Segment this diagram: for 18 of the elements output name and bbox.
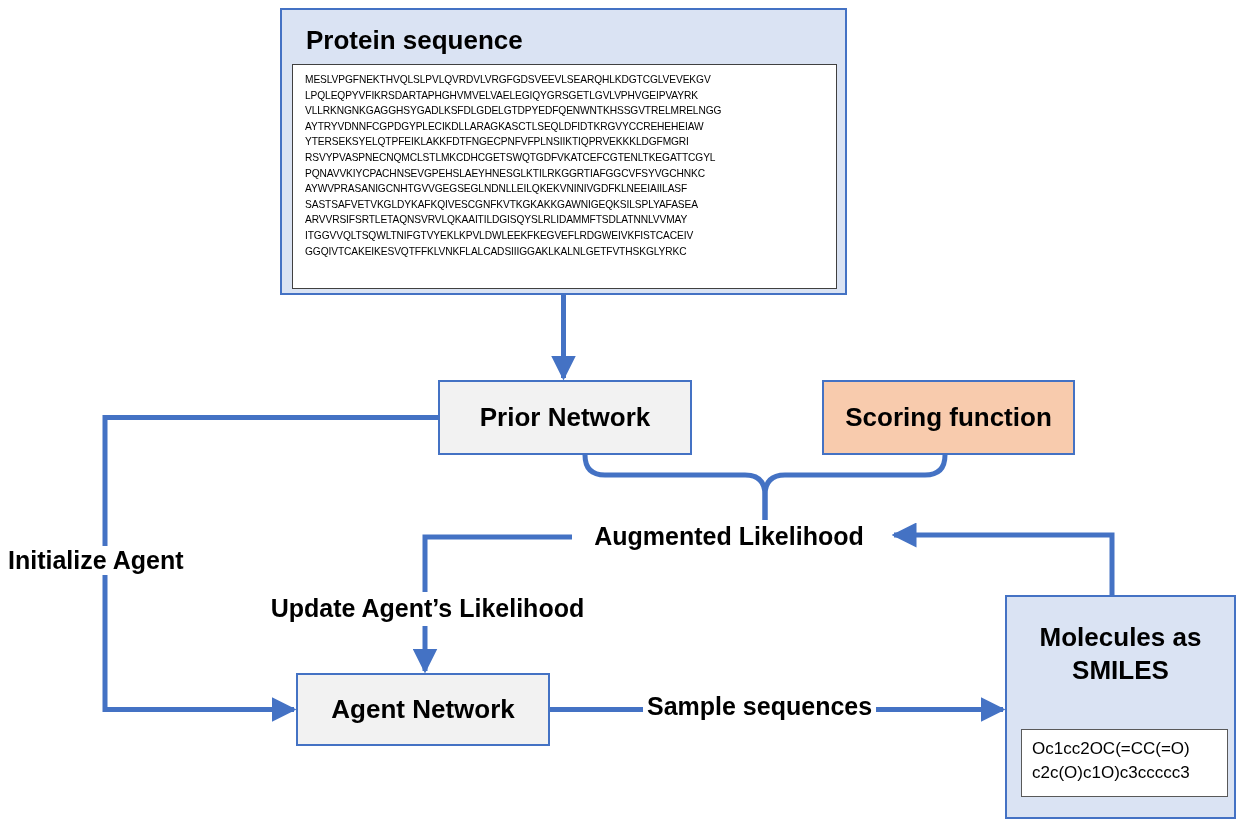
connector-line <box>422 534 572 592</box>
scoring-box: Scoring function <box>822 380 1075 455</box>
heading: Molecules as SMILES <box>1038 621 1203 686</box>
arrow <box>412 626 438 674</box>
arrow <box>102 415 438 722</box>
arrow <box>551 295 576 381</box>
smiles-text: Oc1cc2OC(=CC(=O) c2c(O)c1O)c3ccccc3 <box>1032 738 1191 784</box>
protein-panel <box>280 8 847 295</box>
sequence-box <box>292 64 837 289</box>
step-text: Augmented Likelihood <box>570 518 888 556</box>
smiles-box <box>1021 729 1228 797</box>
molecules-panel <box>1005 595 1236 819</box>
sequence-text: MESLVPGFNEKTHVQLSLPVLQVRDVLVRGFGDSVEEVLSEARQHLKDGTCGLVEVEKGV LPQLEQPYVFIKRSDARTAPHGHVMVELVAELEGIQYGRSGETLGVLVPHVGEIPVAYRK VLLRKNGNKGAGGHSYGADLKSFDLGDELGTDPYEDFQENWNTKHSSGVTRELMRELNGG AYTRYVDNNFCGPDGYPLECIKDLLARAGKASCTLSEQLDFIDTKRGVYCCREHEHEIAW YTERSEKSYELQTPFEIKLAKKFDTFNGECPNFVFPLNSIIKTIQPRVEKKKLDGFMGRI RSVYPVASPNECNQMCLSTLMKCDHCGETSWQTGDFVKATCEFCGTENLTKEGATTCGYL PQNAVVKIYCPACHNSEVGPEHSLAEYHNESGLKTILRKGGRTIAFGGCVFSYVGCHNKC AYWVPRASANIGCNHTGVVGEGSEGLNDNLLEILQKEKVNINIVGDFKLNEEIAIILASF SASTSAFVETVKGLDYKAFKQIVESCGNFKVTKGKAKKGAWNIGEQKSILSPLYAFASEA ARVVRSIFSRTLETAQNSVRVLQKAAITILDGISQYSLRLIDAMMFTSDLATNNLVVMAY ITGGVVQLTSQWLTNIFGTVYEKLKPVLDWLEEKFKEGVEFLRDGWEIVKFISTCACEIV GGQIVTCAKEIKESVQTFFKLVNKFLALCADSIIIGGAKLKALNLGETFVTHSKGLYRKC <box>305 73 723 259</box>
heading: Protein sequence <box>306 24 524 57</box>
network-box: Prior Network <box>438 380 692 455</box>
step-text: Update Agent’s Likelihood <box>245 590 610 628</box>
network-box: Agent Network <box>296 673 550 746</box>
arrow <box>891 522 1115 595</box>
